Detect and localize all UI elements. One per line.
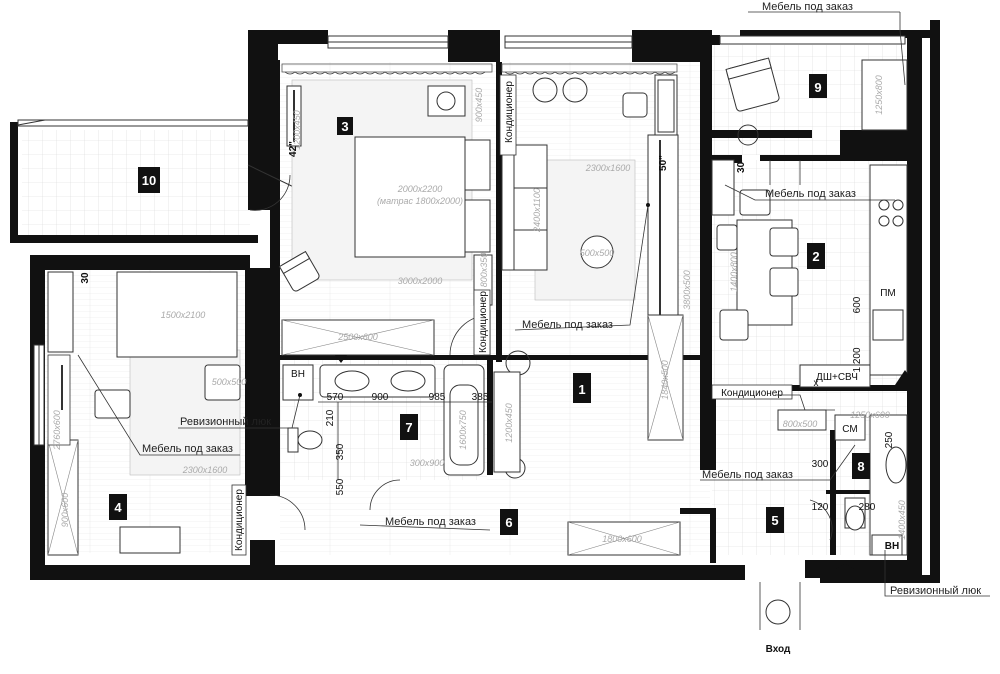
- dim-120: 120: [812, 502, 829, 513]
- wall-panel-dimension: 1200x450: [292, 110, 302, 150]
- rug-bedroom-dimension: 3000x2000: [398, 276, 443, 286]
- round-rug-kids-dimension: 500x500: [212, 377, 247, 387]
- windows: [17, 35, 906, 446]
- room-8-badge: [852, 453, 870, 479]
- coffee-table-dimension: 500x500: [580, 248, 615, 258]
- dim-250: 250: [884, 431, 895, 448]
- kitchen-x-marker: x: [814, 378, 819, 389]
- nightstand-dimension: 900x450: [474, 88, 484, 123]
- bedroom-room-3: 3 2000x2200 (матрас 1800x2000) 3000x2000…: [278, 63, 493, 356]
- room-1-label: 1: [578, 382, 585, 397]
- bath-shelf-dimension: 1200x450: [504, 403, 514, 443]
- tv-unit-dimension: 3800x500: [682, 270, 692, 310]
- bath-inspection-hatch: Ревизионный люк: [180, 416, 271, 428]
- hall-custom-furniture: Мебель под заказ: [385, 516, 476, 528]
- room-4-label: 4: [114, 500, 122, 515]
- wc-inspection-hatch: Ревизионный люк: [890, 585, 981, 597]
- room-1-badge: [573, 373, 591, 403]
- entrance-label: Вход: [766, 644, 791, 655]
- room-10-badge: [138, 167, 160, 193]
- room-5-badge: [766, 507, 784, 533]
- kitchen-dim-1200: 1 200: [852, 347, 863, 372]
- ac-bedroom-label: Кондиционер: [478, 291, 489, 353]
- room-6-label: 6: [505, 515, 512, 530]
- hall-room-6: 6 1800x600 Мебель под заказ 5 Вход 800x5…: [359, 394, 856, 655]
- wc-cabinet-dimension: 1250x600: [850, 410, 890, 420]
- wardrobe-bedroom-dimension: 2500x600: [337, 332, 378, 342]
- kitchen-room-2: 9 1250x800 2 1400x800 ПМ ДШ+СВЧ x 600 1 …: [711, 1, 915, 400]
- balcony-room-10: [247, 164, 301, 211]
- dim-210: 210: [325, 409, 336, 426]
- tv-shelf-dimension: 800x350: [479, 253, 489, 288]
- bath-dimension: 1600x750: [458, 410, 468, 450]
- balcony-shelf-dimension: 1250x800: [874, 75, 884, 115]
- room-5-label: 5: [771, 513, 778, 528]
- dim-385: 385: [472, 392, 489, 403]
- room-3-badge: [337, 117, 353, 135]
- water-heater-label: ВН: [885, 541, 899, 552]
- dim-900: 900: [372, 392, 389, 403]
- dim-550: 550: [335, 478, 346, 495]
- room-3-label: 3: [341, 119, 348, 134]
- tv-30-label: 30": [736, 157, 747, 173]
- room-7-label: 7: [405, 420, 412, 435]
- room-9-badge: [809, 74, 827, 98]
- rug-kids-dimension: 2300x1600: [182, 465, 228, 475]
- tv-50-label: 50": [658, 155, 669, 171]
- dishwasher-label: ПМ: [880, 288, 896, 299]
- kitchen-table-dimension: 1400x800: [729, 252, 739, 292]
- wc-shelf-dimension: 800x500: [783, 419, 818, 429]
- hall-wardrobe-dimension: 1800x600: [602, 534, 642, 544]
- room-10-label: 10: [142, 173, 156, 188]
- water-heater-bath-label: ВН: [291, 369, 305, 380]
- ac-kids-label: Кондиционер: [234, 489, 245, 551]
- wc-cabinet2-dimension: 1400x450: [897, 500, 907, 540]
- room-8-label: 8: [857, 459, 864, 474]
- bath-cabinet-dimension: 300x900: [410, 458, 445, 468]
- ac-kitchen-label: Кондиционер: [721, 388, 783, 399]
- kids-custom-furniture: Мебель под заказ: [142, 443, 233, 455]
- wardrobe-kids-dimension: 900x600: [60, 493, 70, 528]
- dishwasher-fridge-label: ДШ+СВЧ: [816, 372, 858, 383]
- dim-30-kids: 30: [80, 272, 91, 284]
- dim-280: 280: [859, 502, 876, 513]
- bedroom-door-marker: [335, 355, 347, 363]
- living-room-1: Кондиционер 1 2300x1600 2400x1100 500x50…: [499, 63, 692, 479]
- bathroom-room-7: 7 1600x750 300x900 1200x450 ВН 570 900 9…: [178, 364, 521, 511]
- wc-room-8: СМ ВН 8 1250x600 1400x450 300 250 120 28…: [812, 410, 990, 597]
- cabinet-living-dimension: 1840x500: [660, 360, 670, 400]
- sofa-dimension: 2400x1100: [532, 188, 542, 233]
- tv-42-label: 42": [288, 141, 299, 157]
- living-custom-furniture: Мебель под заказ: [522, 319, 613, 331]
- balcony-custom-furniture: Мебель под заказ: [762, 1, 853, 13]
- ac-living-label: Кондиционер: [504, 81, 515, 143]
- bed-kids-dimension: 1500x2100: [161, 310, 206, 320]
- dim-350: 350: [335, 443, 346, 460]
- mattress-dimension: (матрас 1800x2000): [377, 196, 463, 206]
- walls: [10, 20, 940, 583]
- room-9-label: 9: [814, 80, 821, 95]
- rug-living-dimension: 2300x1600: [585, 163, 631, 173]
- kids-room-4: 4 1500x2100 2300x1600 500x500 2760x600 9…: [47, 271, 306, 556]
- dim-300: 300: [812, 459, 829, 470]
- room-6-badge: [500, 509, 518, 535]
- dim-570: 570: [327, 392, 344, 403]
- washing-machine-label: СМ: [842, 424, 857, 435]
- kitchen-custom-furniture: Мебель под заказ: [765, 188, 856, 200]
- room-2-badge: [807, 243, 825, 269]
- room-2-label: 2: [812, 249, 819, 264]
- kitchen-dim-600: 600: [852, 296, 863, 313]
- room-4-badge: [109, 494, 127, 520]
- room-7-badge: [400, 414, 418, 440]
- wc-custom-furniture: Мебель под заказ: [702, 469, 793, 481]
- dim-985: 985: [429, 392, 446, 403]
- bed-dimension: 2000x2200: [397, 184, 443, 194]
- desk-kids-dimension: 2760x600: [52, 410, 62, 451]
